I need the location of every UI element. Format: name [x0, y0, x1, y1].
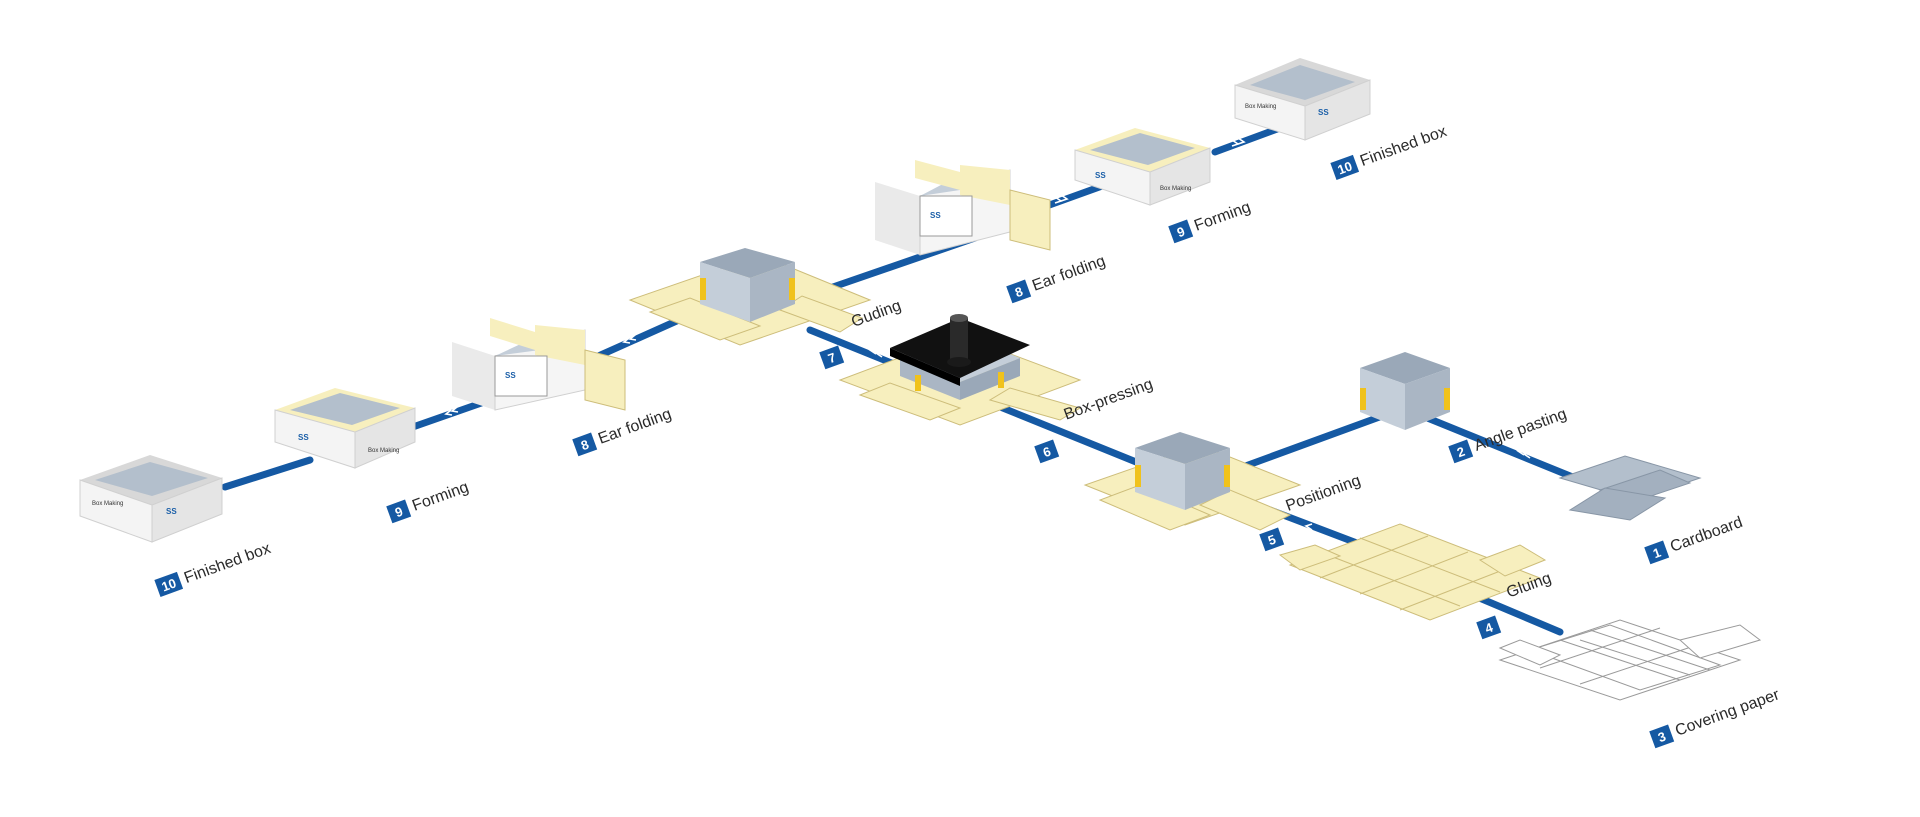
belt-cardboard-to-angle	[1416, 411, 1584, 484]
item-ear-folding-left: SS	[452, 318, 626, 411]
belt-covering-to-gluing	[1466, 590, 1564, 636]
step-label-ear-folding-right: 8 Ear folding	[1006, 253, 1108, 304]
box-logo: SS	[930, 211, 941, 220]
svg-text:10: 10	[160, 575, 179, 594]
svg-text:10: 10	[1336, 158, 1355, 177]
item-cardboard	[1558, 455, 1702, 521]
box-logo: SS	[1095, 171, 1106, 180]
svg-text:9: 9	[393, 504, 405, 521]
item-junction-box	[628, 248, 872, 346]
item-positioning-blank	[1278, 523, 1547, 621]
item-forming-right: SS Box Making	[1074, 128, 1211, 206]
svg-text:8: 8	[579, 437, 591, 454]
svg-text:Angle pasting: Angle pasting	[1472, 406, 1569, 455]
svg-text:Covering paper: Covering paper	[1673, 686, 1782, 740]
item-ear-folding-right: SS	[875, 160, 1051, 256]
box-side-text: Box Making	[1160, 186, 1191, 192]
item-forming-left: SS Box Making	[274, 388, 416, 469]
svg-text:1: 1	[1651, 545, 1663, 562]
step-label-forming-right: 9 Forming	[1168, 199, 1253, 244]
svg-text:Cardboard: Cardboard	[1668, 514, 1745, 556]
item-angle-pasting-box	[1360, 352, 1450, 430]
belt-angle-to-boxpress	[1236, 411, 1389, 472]
step-label-finished-box-right: 10 Finished box	[1330, 123, 1449, 180]
svg-text:Positioning: Positioning	[1284, 472, 1363, 515]
item-finished-box-right: Box Making SS	[1234, 58, 1371, 141]
svg-text:6: 6	[1041, 444, 1053, 461]
item-finished-box-left: Box Making SS	[79, 455, 223, 543]
belt-upper-right-3	[1211, 124, 1284, 156]
box-side-text: Box Making	[92, 501, 123, 507]
item-covering-paper	[1498, 619, 1762, 701]
svg-text:8: 8	[1013, 284, 1025, 301]
step-label-ear-folding-left: 8 Ear folding	[572, 406, 674, 457]
item-guding-press	[838, 314, 1082, 426]
svg-text:Ear folding: Ear folding	[596, 406, 674, 448]
svg-text:Finished box: Finished box	[1358, 123, 1449, 170]
svg-text:5: 5	[1266, 532, 1278, 549]
svg-text:Ear folding: Ear folding	[1030, 253, 1108, 295]
box-side-text: Box Making	[368, 448, 399, 454]
step-label-finished-box-left: 10 Finished box	[154, 540, 273, 597]
item-box-pressing	[1083, 432, 1302, 531]
step-label-covering-paper: 3 Covering paper	[1649, 686, 1782, 749]
svg-text:Forming: Forming	[410, 479, 471, 515]
svg-text:Forming: Forming	[1192, 199, 1253, 235]
svg-text:Box-pressing: Box-pressing	[1062, 376, 1156, 424]
svg-text:2: 2	[1455, 444, 1467, 461]
belt-arrows	[444, 137, 1535, 617]
svg-text:9: 9	[1175, 224, 1187, 241]
box-logo: SS	[1318, 108, 1329, 117]
box-logo: SS	[298, 433, 309, 442]
svg-text:7: 7	[826, 350, 838, 367]
svg-text:Finished box: Finished box	[182, 540, 273, 587]
belt-upper-left-3	[221, 456, 314, 491]
box-logo: SS	[505, 371, 516, 380]
step-label-forming-left: 9 Forming	[386, 479, 471, 524]
svg-text:3: 3	[1656, 729, 1668, 746]
step-label-cardboard: 1 Cardboard	[1644, 514, 1745, 565]
box-side-text: Box Making	[1245, 104, 1276, 110]
box-logo: SS	[166, 507, 177, 516]
